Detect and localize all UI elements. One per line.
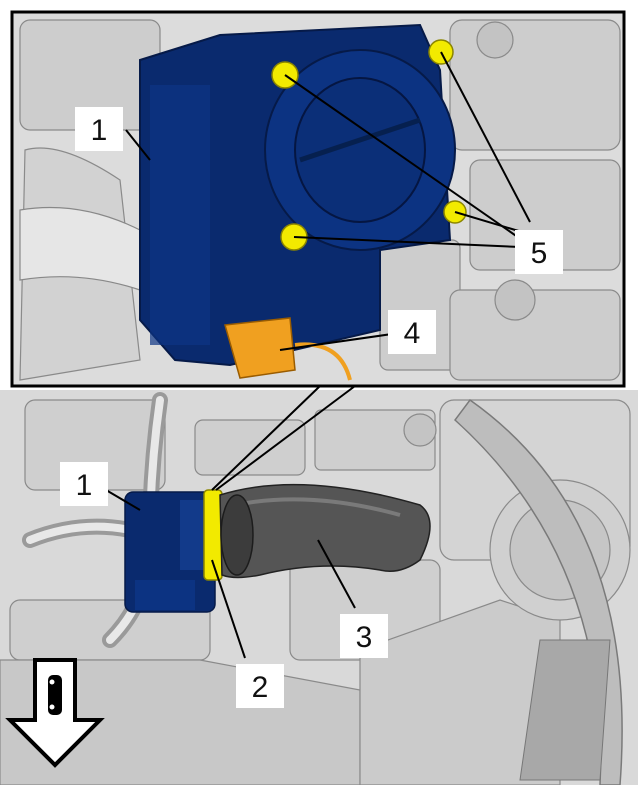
callout-labels: 1 4 5 1 2 3	[60, 107, 563, 708]
svg-text:5: 5	[531, 237, 548, 270]
svg-text:1: 1	[76, 469, 93, 502]
hose-clamp	[203, 489, 223, 581]
front-direction-arrow-icon	[5, 658, 105, 768]
wheel-arch	[453, 398, 623, 785]
callout-1-main: 1	[60, 462, 108, 506]
callout-2-main: 2	[236, 664, 284, 708]
electrical-connector	[224, 317, 352, 381]
svg-text:2: 2	[252, 671, 269, 704]
throttle-body-main	[124, 491, 216, 613]
svg-text:4: 4	[404, 317, 421, 350]
callout-4-inset: 4	[388, 310, 436, 354]
svg-text:1: 1	[91, 114, 108, 147]
callout-1-inset: 1	[75, 107, 123, 151]
throttle-body-inset	[139, 23, 456, 367]
callout-3-main: 3	[340, 614, 388, 658]
callout-5-inset: 5	[515, 230, 563, 274]
detail-inset	[10, 10, 626, 388]
svg-text:3: 3	[356, 621, 373, 654]
inset-background-parts	[19, 19, 621, 381]
leader-lines	[105, 51, 531, 659]
